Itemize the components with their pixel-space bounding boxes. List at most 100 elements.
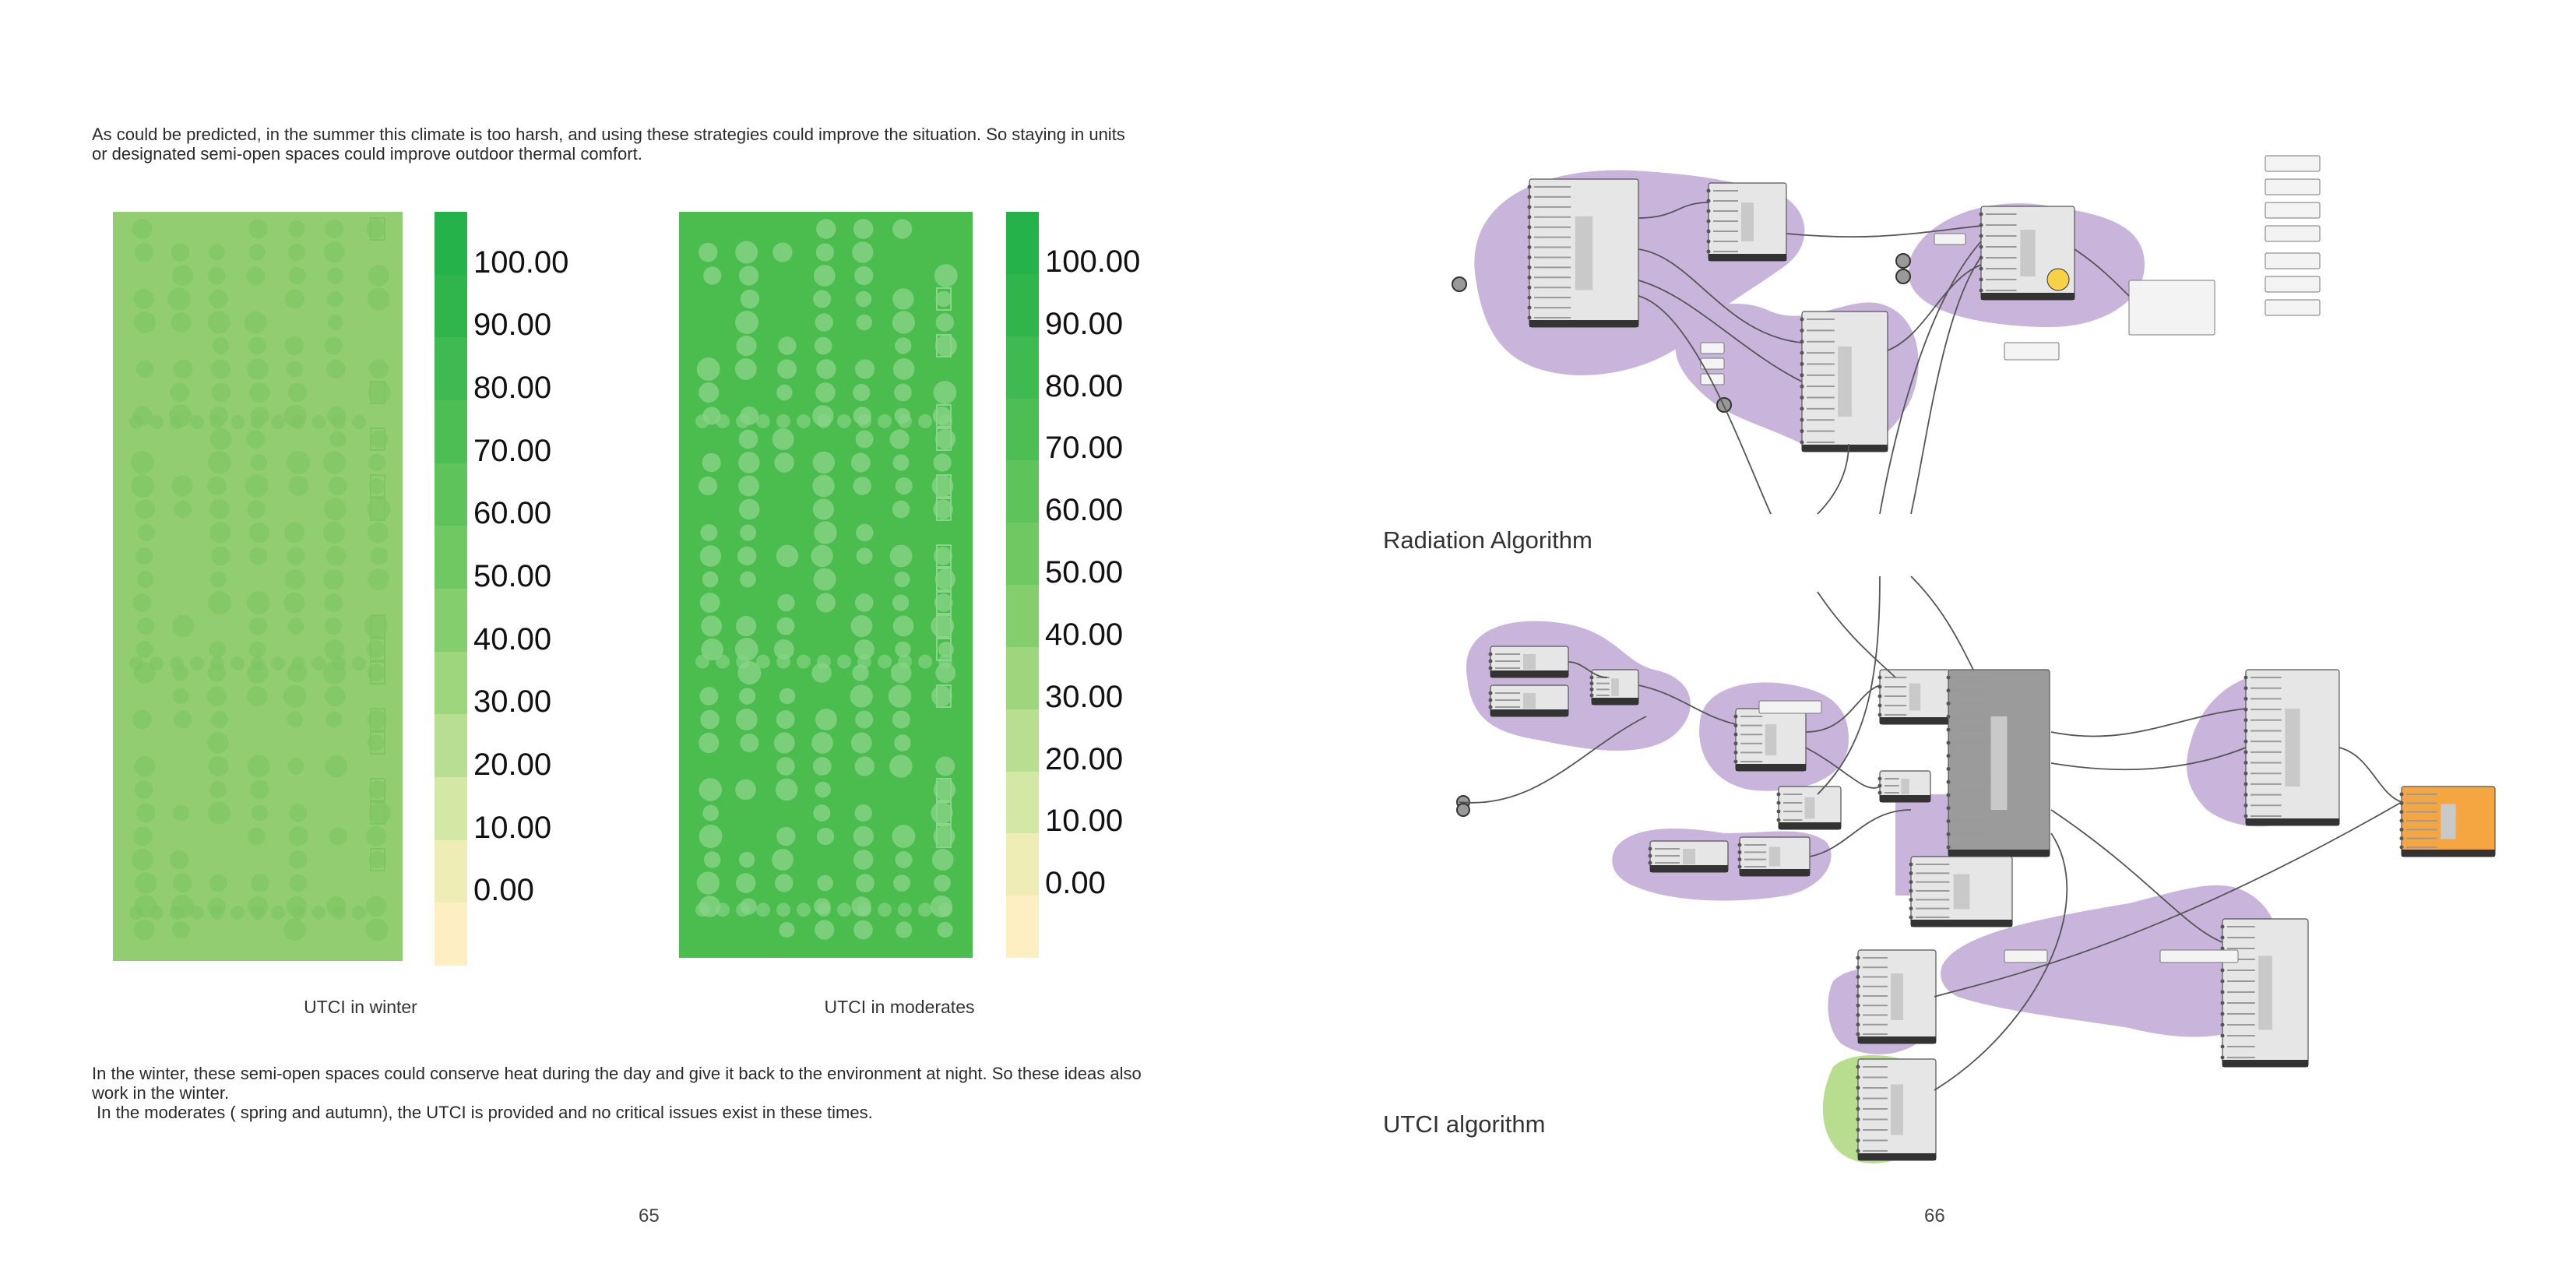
map-tree: [816, 593, 836, 613]
map-tree: [738, 452, 760, 473]
graph-component: [1909, 856, 2013, 927]
map-tree: [895, 641, 911, 658]
map-tree: [934, 264, 958, 287]
map-tree: [777, 593, 795, 612]
map-tree: [918, 903, 932, 917]
map-unit: [370, 801, 385, 825]
map-tree: [773, 732, 795, 754]
map-tree: [703, 851, 721, 868]
map-tree: [896, 921, 913, 938]
map-unit: [936, 825, 952, 848]
map-tree: [736, 413, 750, 428]
map-tree: [322, 451, 347, 474]
map-tree: [246, 429, 266, 449]
map-tree: [251, 656, 265, 670]
panel-component: [2265, 299, 2321, 316]
map-tree: [699, 778, 723, 801]
map-tree: [211, 711, 228, 728]
map-tree: [291, 906, 305, 920]
map-tree: [207, 732, 229, 754]
map-tree: [934, 593, 953, 612]
map-tree: [271, 906, 285, 920]
map-tree: [854, 804, 872, 822]
map-tree: [209, 289, 228, 309]
map-tree: [854, 639, 875, 660]
map-tree: [815, 313, 833, 332]
map-unit: [936, 801, 952, 825]
map-tree: [756, 413, 770, 428]
outro-line-3: In the moderates ( spring and autumn), t…: [92, 1103, 873, 1122]
map-tree: [850, 452, 871, 473]
legend-label: 100.00: [1045, 244, 1141, 279]
map-tree: [935, 290, 952, 308]
map-tree: [837, 654, 851, 669]
map-tree: [150, 415, 164, 429]
map-tree: [207, 266, 226, 285]
legend-swatch: [435, 526, 467, 589]
map-tree: [736, 654, 750, 669]
map-tree: [134, 242, 154, 262]
map-unit: [370, 778, 385, 801]
map-tree: [698, 476, 718, 496]
map-tree: [855, 710, 874, 729]
map-tree: [171, 265, 193, 287]
map-tree: [738, 688, 756, 705]
map-tree: [135, 499, 155, 519]
map-tree: [854, 266, 874, 286]
map-tree: [210, 656, 224, 670]
map-tree: [889, 544, 913, 568]
map-tree: [776, 757, 795, 776]
map-tree: [735, 709, 758, 730]
panel-component: [2265, 155, 2321, 172]
map-tree: [324, 617, 343, 635]
map-tree: [852, 241, 874, 263]
map-tree: [170, 415, 184, 429]
map-tree: [898, 903, 912, 917]
map-tree: [368, 850, 387, 869]
map-tree: [207, 451, 231, 474]
map-tree: [173, 873, 192, 893]
map-tree: [368, 801, 391, 825]
right-page: Radiation Algorithm UTCI algorithm 66: [1288, 0, 2576, 1288]
graph-wire: [1786, 225, 1982, 238]
map-tree: [816, 359, 836, 379]
legend-label: 60.00: [1045, 493, 1124, 528]
site-map-svg: [113, 212, 403, 961]
map-tree: [695, 654, 709, 669]
graph-wire: [1638, 295, 1772, 515]
map-tree: [171, 614, 195, 638]
map-tree: [131, 474, 154, 498]
legend-swatch: [1006, 336, 1039, 399]
map-tree: [323, 568, 344, 590]
map-tree: [367, 663, 385, 682]
legend-label: 80.00: [1045, 368, 1124, 403]
map-tree: [892, 615, 914, 637]
map-tree: [326, 359, 346, 379]
legend-swatch: [1006, 585, 1039, 648]
legend-label: 80.00: [473, 370, 552, 405]
map-unit: [370, 731, 385, 755]
map-tree: [370, 430, 389, 449]
legend-swatch: [1006, 398, 1039, 461]
map-unit: [936, 614, 952, 638]
map-tree: [167, 287, 191, 311]
map-tree: [150, 656, 164, 670]
map-tree: [837, 903, 851, 917]
graph-component: [1877, 669, 1951, 725]
map-tree: [892, 500, 910, 519]
map-tree: [171, 312, 192, 333]
map-tree: [756, 654, 770, 669]
graph-wire: [1568, 661, 1608, 678]
map-tree: [738, 498, 760, 520]
map-tree: [137, 617, 155, 635]
map-tree: [248, 219, 268, 239]
graph-component: [1488, 684, 1569, 717]
map-tree: [174, 500, 192, 519]
map-tree: [246, 266, 266, 285]
panel-component: [2128, 280, 2215, 336]
map-tree: [245, 474, 269, 498]
map-tree: [716, 654, 730, 669]
map-tree: [291, 656, 305, 670]
graph-wire: [1910, 575, 1974, 670]
utci-algorithm-graph: [1444, 575, 2503, 1176]
